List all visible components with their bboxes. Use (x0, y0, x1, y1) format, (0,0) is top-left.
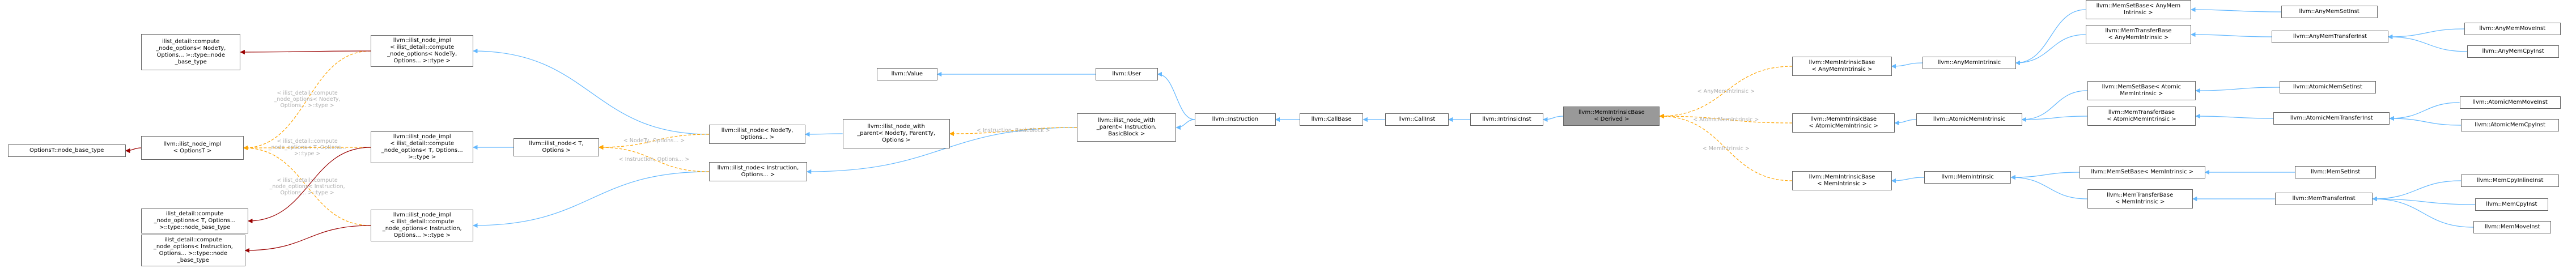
class-node-ilistNodeImplOpts[interactable]: llvm::ilist_node_impl < OptionsT > (141, 136, 244, 160)
edge-atomicMemIntrinsic-to-mtbAtomic (2021, 116, 2087, 122)
class-node-mibAtomic[interactable]: llvm::MemIntrinsicBase < AtomicMemIntrin… (1792, 113, 1895, 133)
class-node-atomicMemTransferInst[interactable]: llvm::AtomicMemTransferInst (2273, 112, 2390, 125)
class-node-mtbAtomic[interactable]: llvm::MemTransferBase < AtomicMemIntrins… (2087, 107, 2196, 126)
edge-cnoNodeTy-to-implNodeTy (240, 49, 371, 55)
class-node-memMoveInst[interactable]: llvm::MemMoveInst (2473, 221, 2552, 233)
edge-ilistNodeImplOpts-to-implT (243, 145, 371, 151)
edge-ilistNodeT-to-ilistNodeNodeTy (599, 134, 710, 150)
edge-memIntrinsic-to-msbMem (2010, 172, 2080, 180)
class-node-memTransferInst[interactable]: llvm::MemTransferInst (2274, 193, 2373, 205)
edge-memTransferInst-to-memCpyInst (2372, 196, 2476, 205)
class-node-implT[interactable]: llvm::ilist_node_impl < ilist_detail::co… (371, 131, 474, 163)
class-node-memCpyInst[interactable]: llvm::MemCpyInst (2475, 198, 2548, 211)
edge-optionsT-to-ilistNodeImplOpts (125, 147, 142, 154)
class-node-anyMemIntrinsic[interactable]: llvm::AnyMemIntrinsic (1923, 57, 2016, 69)
class-node-ilistNodeT[interactable]: llvm::ilist_node< T, Options > (513, 138, 599, 156)
class-node-cnoInst[interactable]: ilist_detail::compute _node_options< Ins… (141, 235, 245, 266)
class-node-memSetInst[interactable]: llvm::MemSetInst (2295, 166, 2376, 178)
edge-ilistNodeWithParentInst-to-instruction (1175, 119, 1195, 130)
class-node-memIntrinsicBase[interactable]: llvm::MemIntrinsicBase < Derived > (1563, 107, 1660, 126)
class-node-anyMemMoveInst[interactable]: llvm::AnyMemMoveInst (2464, 23, 2561, 35)
class-node-memIntrinsic[interactable]: llvm::MemIntrinsic (1924, 171, 2011, 184)
class-node-optionsT[interactable]: OptionsT::node_base_type (7, 144, 126, 157)
class-node-mibAny[interactable]: llvm::MemIntrinsicBase < AnyMemIntrinsic… (1792, 57, 1892, 76)
class-node-anyMemCpyInst[interactable]: llvm::AnyMemCpyInst (2467, 45, 2559, 58)
class-node-implInst[interactable]: llvm::ilist_node_impl < ilist_detail::co… (371, 210, 474, 241)
edge-cnoInst-to-implInst (244, 225, 371, 253)
edge-memIntrinsicBase-to-mibMem (1659, 113, 1793, 181)
class-node-mtbAny[interactable]: llvm::MemTransferBase < AnyMemIntrinsic … (2085, 25, 2191, 44)
class-node-msbAtomic[interactable]: llvm::MemSetBase< Atomic MemIntrinsic > (2087, 81, 2196, 100)
class-node-instruction[interactable]: llvm::Instruction (1195, 113, 1276, 126)
edge-ilistNodeInst-to-ilistNodeWithParentInst (806, 127, 1077, 175)
edge-memIntrinsicBase-to-mibAtomic (1659, 113, 1793, 124)
edge-msbAny-to-anyMemSetInst (2191, 7, 2281, 12)
edge-atomicMemTransferInst-to-atomicMemMoveInst (2389, 102, 2460, 121)
edge-memTransferInst-to-memCpyInlineInst (2372, 180, 2462, 202)
edge-atomicMemIntrinsic-to-msbAtomic (2021, 90, 2087, 122)
edge-user-to-instruction (1157, 71, 1195, 120)
edge-ilistNodeT-to-ilistNodeInst (599, 144, 710, 172)
edge-mibMem-to-memIntrinsic (1891, 177, 1925, 184)
class-node-msbAny[interactable]: llvm::MemSetBase< AnyMem Intrinsic > (2085, 0, 2191, 19)
class-node-mibMem[interactable]: llvm::MemIntrinsicBase < MemIntrinsic > (1792, 171, 1892, 190)
class-node-user[interactable]: llvm::User (1095, 68, 1158, 80)
edge-anyMemTransferInst-to-anyMemMoveInst (2387, 28, 2464, 40)
class-node-cnoNodeTy[interactable]: ilist_detail::compute _node_options< Nod… (141, 34, 241, 70)
edge-intrinsicInst-to-memIntrinsicBase (1543, 116, 1564, 122)
class-node-cnoT[interactable]: ilist_detail::compute _node_options< T, … (141, 209, 249, 233)
class-node-callInst[interactable]: llvm::CallInst (1385, 113, 1449, 126)
edge-anyMemTransferInst-to-anyMemCpyInst (2387, 34, 2468, 52)
class-node-ilistNodeNodeTy[interactable]: llvm::ilist_node< NodeTy, Options... > (709, 125, 805, 144)
class-node-atomicMemSetInst[interactable]: llvm::AtomicMemSetInst (2280, 81, 2376, 93)
edge-mibAtomic-to-atomicMemIntrinsic (1894, 119, 1917, 126)
class-node-mtbMem[interactable]: llvm::MemTransferBase < MemIntrinsic > (2087, 189, 2193, 209)
edge-mtbAny-to-anyMemTransferInst (2191, 32, 2272, 37)
edge-ilistNodeImplOpts-to-implNodeTy (243, 50, 371, 151)
edge-implNodeTy-to-ilistNodeNodeTy (473, 48, 710, 135)
class-node-anyMemSetInst[interactable]: llvm::AnyMemSetInst (2281, 6, 2378, 18)
edge-memIntrinsicBase-to-mibAny (1659, 66, 1793, 119)
edge-atomicMemTransferInst-to-atomicMemCpyInst (2389, 116, 2462, 126)
class-node-ilistNodeWithParent[interactable]: llvm::ilist_node_with _parent< NodeTy, P… (842, 119, 950, 148)
edge-implInst-to-ilistNodeInst (473, 171, 710, 228)
class-node-atomicMemCpyInst[interactable]: llvm::AtomicMemCpyInst (2461, 119, 2559, 131)
edge-mibAny-to-anyMemIntrinsic (1891, 62, 1923, 69)
class-node-memCpyInlineInst[interactable]: llvm::MemCpyInlineInst (2461, 175, 2559, 187)
edge-anyMemIntrinsic-to-msbAny (2015, 9, 2086, 66)
edge-memIntrinsic-to-mtbMem (2010, 175, 2087, 199)
edge-memTransferInst-to-memMoveInst (2372, 196, 2474, 228)
edge-msbAtomic-to-atomicMemSetInst (2195, 87, 2280, 93)
class-node-ilistNodeWithParentInst[interactable]: llvm::ilist_node_with _parent< Instructi… (1077, 113, 1177, 142)
class-node-ilistNodeInst[interactable]: llvm::ilist_node< Instruction, Options..… (709, 162, 807, 181)
class-node-anyMemTransferInst[interactable]: llvm::AnyMemTransferInst (2272, 31, 2388, 43)
edge-cnoT-to-implT (248, 147, 371, 224)
class-node-atomicMemMoveInst[interactable]: llvm::AtomicMemMoveInst (2459, 96, 2561, 109)
edge-mtbAtomic-to-atomicMemTransferInst (2195, 113, 2274, 119)
class-node-intrinsicInst[interactable]: llvm::IntrinsicInst (1470, 113, 1543, 126)
edge-ilistNodeWithParent-to-ilistNodeWithParentInst (949, 127, 1077, 137)
edge-anyMemIntrinsic-to-mtbAny (2015, 34, 2086, 66)
class-node-value[interactable]: llvm::Value (876, 68, 937, 80)
class-node-atomicMemIntrinsic[interactable]: llvm::AtomicMemIntrinsic (1916, 113, 2022, 126)
class-node-implNodeTy[interactable]: llvm::ilist_node_impl < ilist_detail::co… (371, 35, 474, 67)
class-node-msbMem[interactable]: llvm::MemSetBase< MemIntrinsic > (2079, 166, 2205, 178)
class-node-callBase[interactable]: llvm::CallBase (1300, 113, 1364, 126)
